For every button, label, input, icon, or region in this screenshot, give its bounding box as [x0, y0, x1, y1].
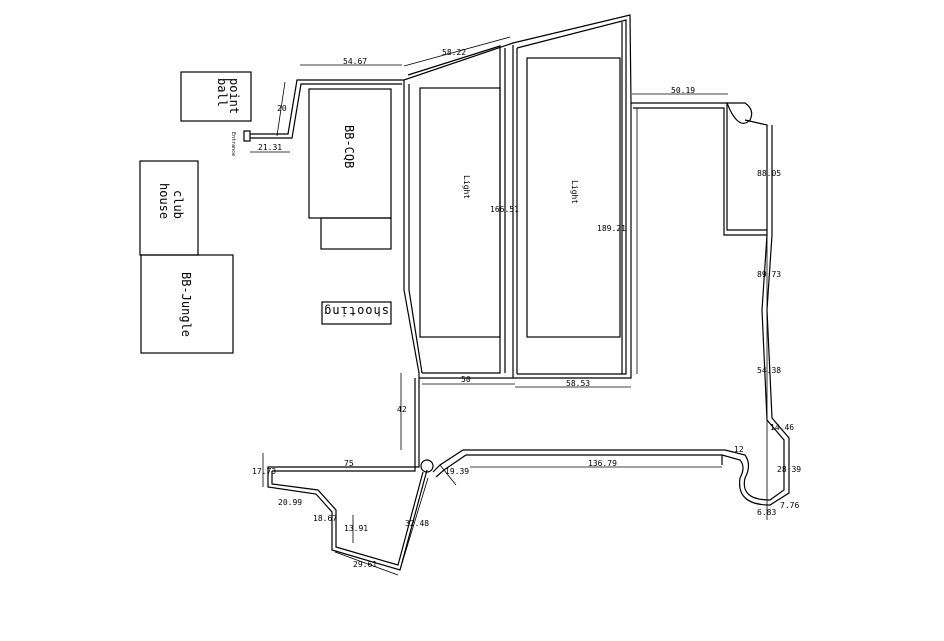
- dim-54-38: 54.38: [757, 366, 781, 375]
- dim-6-83: 6.83: [757, 508, 776, 517]
- shooting-area: shooting: [321, 301, 392, 325]
- dim-12: 12: [734, 445, 744, 454]
- club-house: club house: [139, 160, 199, 256]
- dim-50-19: 50.19: [671, 86, 695, 95]
- dim-89-73: 89.73: [757, 270, 781, 279]
- bb-cqb-label: BB-CQB: [342, 125, 356, 168]
- paintball-label: point ball: [215, 78, 240, 115]
- dim-54-67: 54.67: [343, 57, 367, 66]
- bb-jungle-label: BB-Jungle: [179, 272, 193, 337]
- shooting-label: shooting: [323, 304, 389, 318]
- club-label-2: house: [157, 183, 171, 219]
- dim-28-39: 28.39: [777, 465, 801, 474]
- dim-88-05: 88.05: [757, 169, 781, 178]
- dim-13-91: 13.91: [344, 524, 368, 533]
- dim-17-73: 17.73: [252, 467, 276, 476]
- dim-20-99: 20.99: [278, 498, 302, 507]
- dimension-lines: [250, 36, 768, 576]
- dimension-labels: 54.67 58.22 20 21.31 166.51 189.21 50.19…: [252, 48, 801, 569]
- entrance-label: Entrance: [230, 132, 236, 156]
- hall-left-label: Light: [462, 175, 471, 199]
- dim-7-76: 7.76: [780, 501, 799, 510]
- dim-166-51: 166.51: [490, 205, 519, 214]
- dim-58-53: 58.53: [566, 379, 590, 388]
- bb-jungle-area: BB-Jungle: [140, 254, 234, 354]
- dim-18-67: 18.67: [313, 514, 337, 523]
- dim-20: 20: [277, 104, 287, 113]
- dim-58-22: 58.22: [442, 48, 466, 57]
- bb-cqb-area: BB-CQB: [308, 88, 392, 250]
- boundary-wall: [250, 14, 790, 571]
- dim-136-79: 136.79: [588, 459, 617, 468]
- dim-32-48: 32.48: [405, 519, 429, 528]
- dim-42: 42: [397, 405, 407, 414]
- paintball-area: point ball: [180, 71, 252, 122]
- dim-29-61: 29.61: [353, 560, 377, 569]
- dim-21-31: 21.31: [258, 143, 282, 152]
- dim-50: 50: [461, 375, 471, 384]
- dim-19-39: 19.39: [445, 467, 469, 476]
- dim-75: 75: [344, 459, 354, 468]
- dim-14-46: 14.46: [770, 423, 794, 432]
- dim-189-21: 189.21: [597, 224, 626, 233]
- club-label-1: club: [171, 190, 185, 219]
- entrance-post: Entrance: [230, 130, 251, 156]
- hall-right-label: Light: [570, 180, 579, 204]
- hall-right: Light: [419, 19, 632, 379]
